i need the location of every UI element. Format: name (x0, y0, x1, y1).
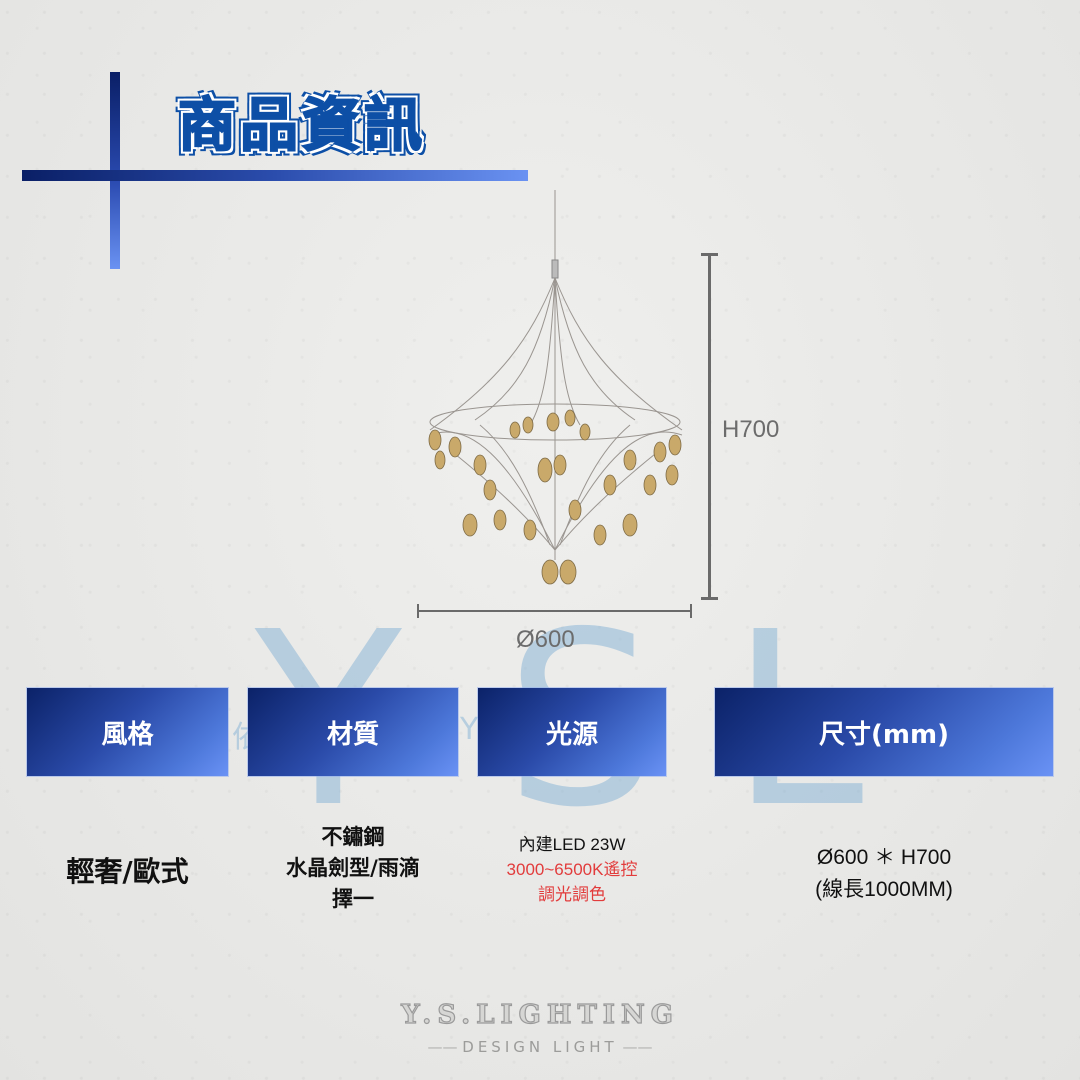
spec-value-line: (線長1000MM) (815, 878, 953, 901)
spec-value-light-source: 內建LED 23W 3000~6500K遙控 調光調色 (478, 832, 666, 907)
spec-header-style: 風格 (27, 688, 228, 776)
chandelier-image (428, 190, 683, 585)
spec-header-label: 尺寸(mm) (819, 719, 949, 750)
spec-value-line: Ø600 ＊ H700 (816, 846, 952, 869)
spec-value-line: 擇一 (332, 887, 374, 911)
diameter-dimension-cap (417, 604, 419, 618)
spec-header-label: 材質 (326, 719, 379, 750)
watermark-fragment: Y (460, 712, 479, 747)
page-title: 商品資訊 (177, 90, 427, 160)
diameter-dimension-cap (690, 604, 692, 618)
diameter-dimension-line (418, 610, 692, 612)
diameter-label: Ø600 (516, 626, 575, 653)
spec-value-line: 輕奢/歐式 (66, 855, 189, 888)
tagline-text: DESIGN LIGHT (462, 1038, 618, 1056)
spec-header-label: 風格 (101, 719, 154, 750)
height-label: H700 (722, 416, 780, 443)
brand-logo-text: Y.S.LIGHTING (400, 999, 679, 1030)
spec-value-style: 輕奢/歐式 (27, 850, 228, 890)
spec-value-size: Ø600 ＊ H700 (線長1000MM) (715, 842, 1053, 906)
spec-value-line: 不鏽鋼 (321, 825, 385, 849)
height-dimension-cap (701, 253, 718, 256)
spec-header-material: 材質 (248, 688, 458, 776)
height-dimension-cap (701, 597, 718, 600)
spec-header-size: 尺寸(mm) (715, 688, 1053, 776)
spec-value-line: 水晶劍型/雨滴 (286, 856, 420, 880)
spec-header-light-source: 光源 (478, 688, 666, 776)
spec-value-line: 內建LED 23W (518, 835, 626, 854)
spec-value-material: 不鏽鋼 水晶劍型/雨滴 擇一 (248, 822, 458, 915)
header-horizontal-bar (22, 170, 528, 181)
spec-value-line-highlight: 調光調色 (538, 885, 606, 904)
brand-tagline: —— DESIGN LIGHT —— (427, 1038, 653, 1056)
spec-header-label: 光源 (545, 719, 598, 750)
spec-value-line-highlight: 3000~6500K遙控 (506, 860, 638, 879)
height-dimension-line (708, 254, 711, 598)
